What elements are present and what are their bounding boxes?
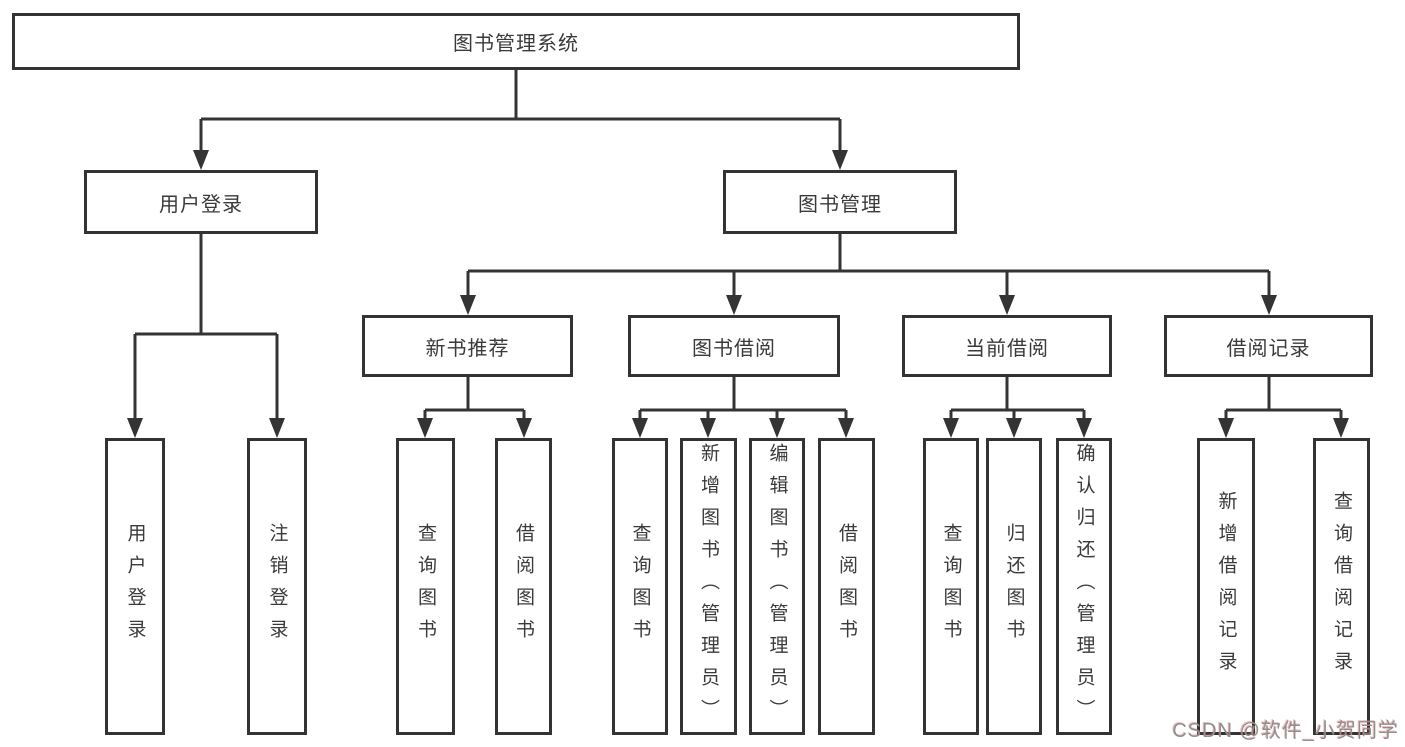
node-user-login: 用户登录	[84, 170, 318, 234]
leaf-query-books-3: 查询图书	[923, 438, 979, 735]
watermark: CSDN @软件_小贺同学	[1172, 720, 1399, 742]
node-book-management: 图书管理	[723, 170, 957, 234]
leaf-return-books: 归还图书	[986, 438, 1042, 735]
leaf-query-books-2-label: 查询图书	[629, 522, 651, 651]
node-user-login-label: 用户登录	[159, 193, 243, 216]
leaf-query-books-1-label: 查询图书	[415, 522, 436, 651]
node-new-book-recommend: 新书推荐	[362, 315, 573, 377]
node-root-label: 图书管理系统	[453, 33, 579, 55]
node-current-borrow: 当前借阅	[902, 315, 1112, 377]
arrowheads	[127, 150, 1349, 438]
leaf-add-books-admin: 新增图书（管理员）	[680, 438, 737, 735]
node-borrow-records: 借阅记录	[1164, 315, 1373, 377]
leaf-logout-label: 注销登录	[266, 522, 288, 651]
leaf-query-borrow-record: 查询借阅记录	[1313, 438, 1370, 735]
leaf-query-books-1: 查询图书	[396, 438, 455, 735]
leaf-logout: 注销登录	[247, 438, 307, 735]
leaf-query-borrow-record-label: 查询借阅记录	[1331, 490, 1352, 683]
leaf-user-login-label: 用户登录	[124, 522, 146, 651]
node-new-book-recommend-label: 新书推荐	[425, 337, 510, 360]
node-borrow-records-label: 借阅记录	[1226, 337, 1311, 360]
leaf-return-books-label: 归还图书	[1003, 522, 1025, 651]
leaf-user-login: 用户登录	[105, 438, 165, 735]
leaf-borrow-books-2: 借阅图书	[818, 438, 875, 735]
leaf-confirm-return-admin: 确认归还（管理员）	[1056, 438, 1112, 735]
leaf-confirm-return-admin-label: 确认归还（管理员）	[1073, 442, 1095, 731]
leaf-edit-books-admin-label: 编辑图书（管理员）	[766, 442, 788, 731]
node-root: 图书管理系统	[12, 13, 1020, 70]
node-book-management-label: 图书管理	[798, 193, 882, 216]
leaf-borrow-books-2-label: 借阅图书	[836, 522, 857, 651]
leaf-query-books-2: 查询图书	[612, 438, 668, 735]
leaf-borrow-books-1: 借阅图书	[495, 438, 552, 735]
node-book-borrow-label: 图书借阅	[692, 337, 776, 360]
node-current-borrow-label: 当前借阅	[965, 337, 1049, 360]
leaf-borrow-books-1-label: 借阅图书	[513, 522, 534, 651]
leaf-edit-books-admin: 编辑图书（管理员）	[749, 438, 805, 735]
node-book-borrow: 图书借阅	[628, 315, 840, 377]
leaf-query-books-3-label: 查询图书	[940, 522, 962, 651]
leaf-add-books-admin-label: 新增图书（管理员）	[698, 442, 719, 731]
leaf-add-borrow-record: 新增借阅记录	[1197, 438, 1255, 735]
leaf-add-borrow-record-label: 新增借阅记录	[1215, 490, 1237, 683]
